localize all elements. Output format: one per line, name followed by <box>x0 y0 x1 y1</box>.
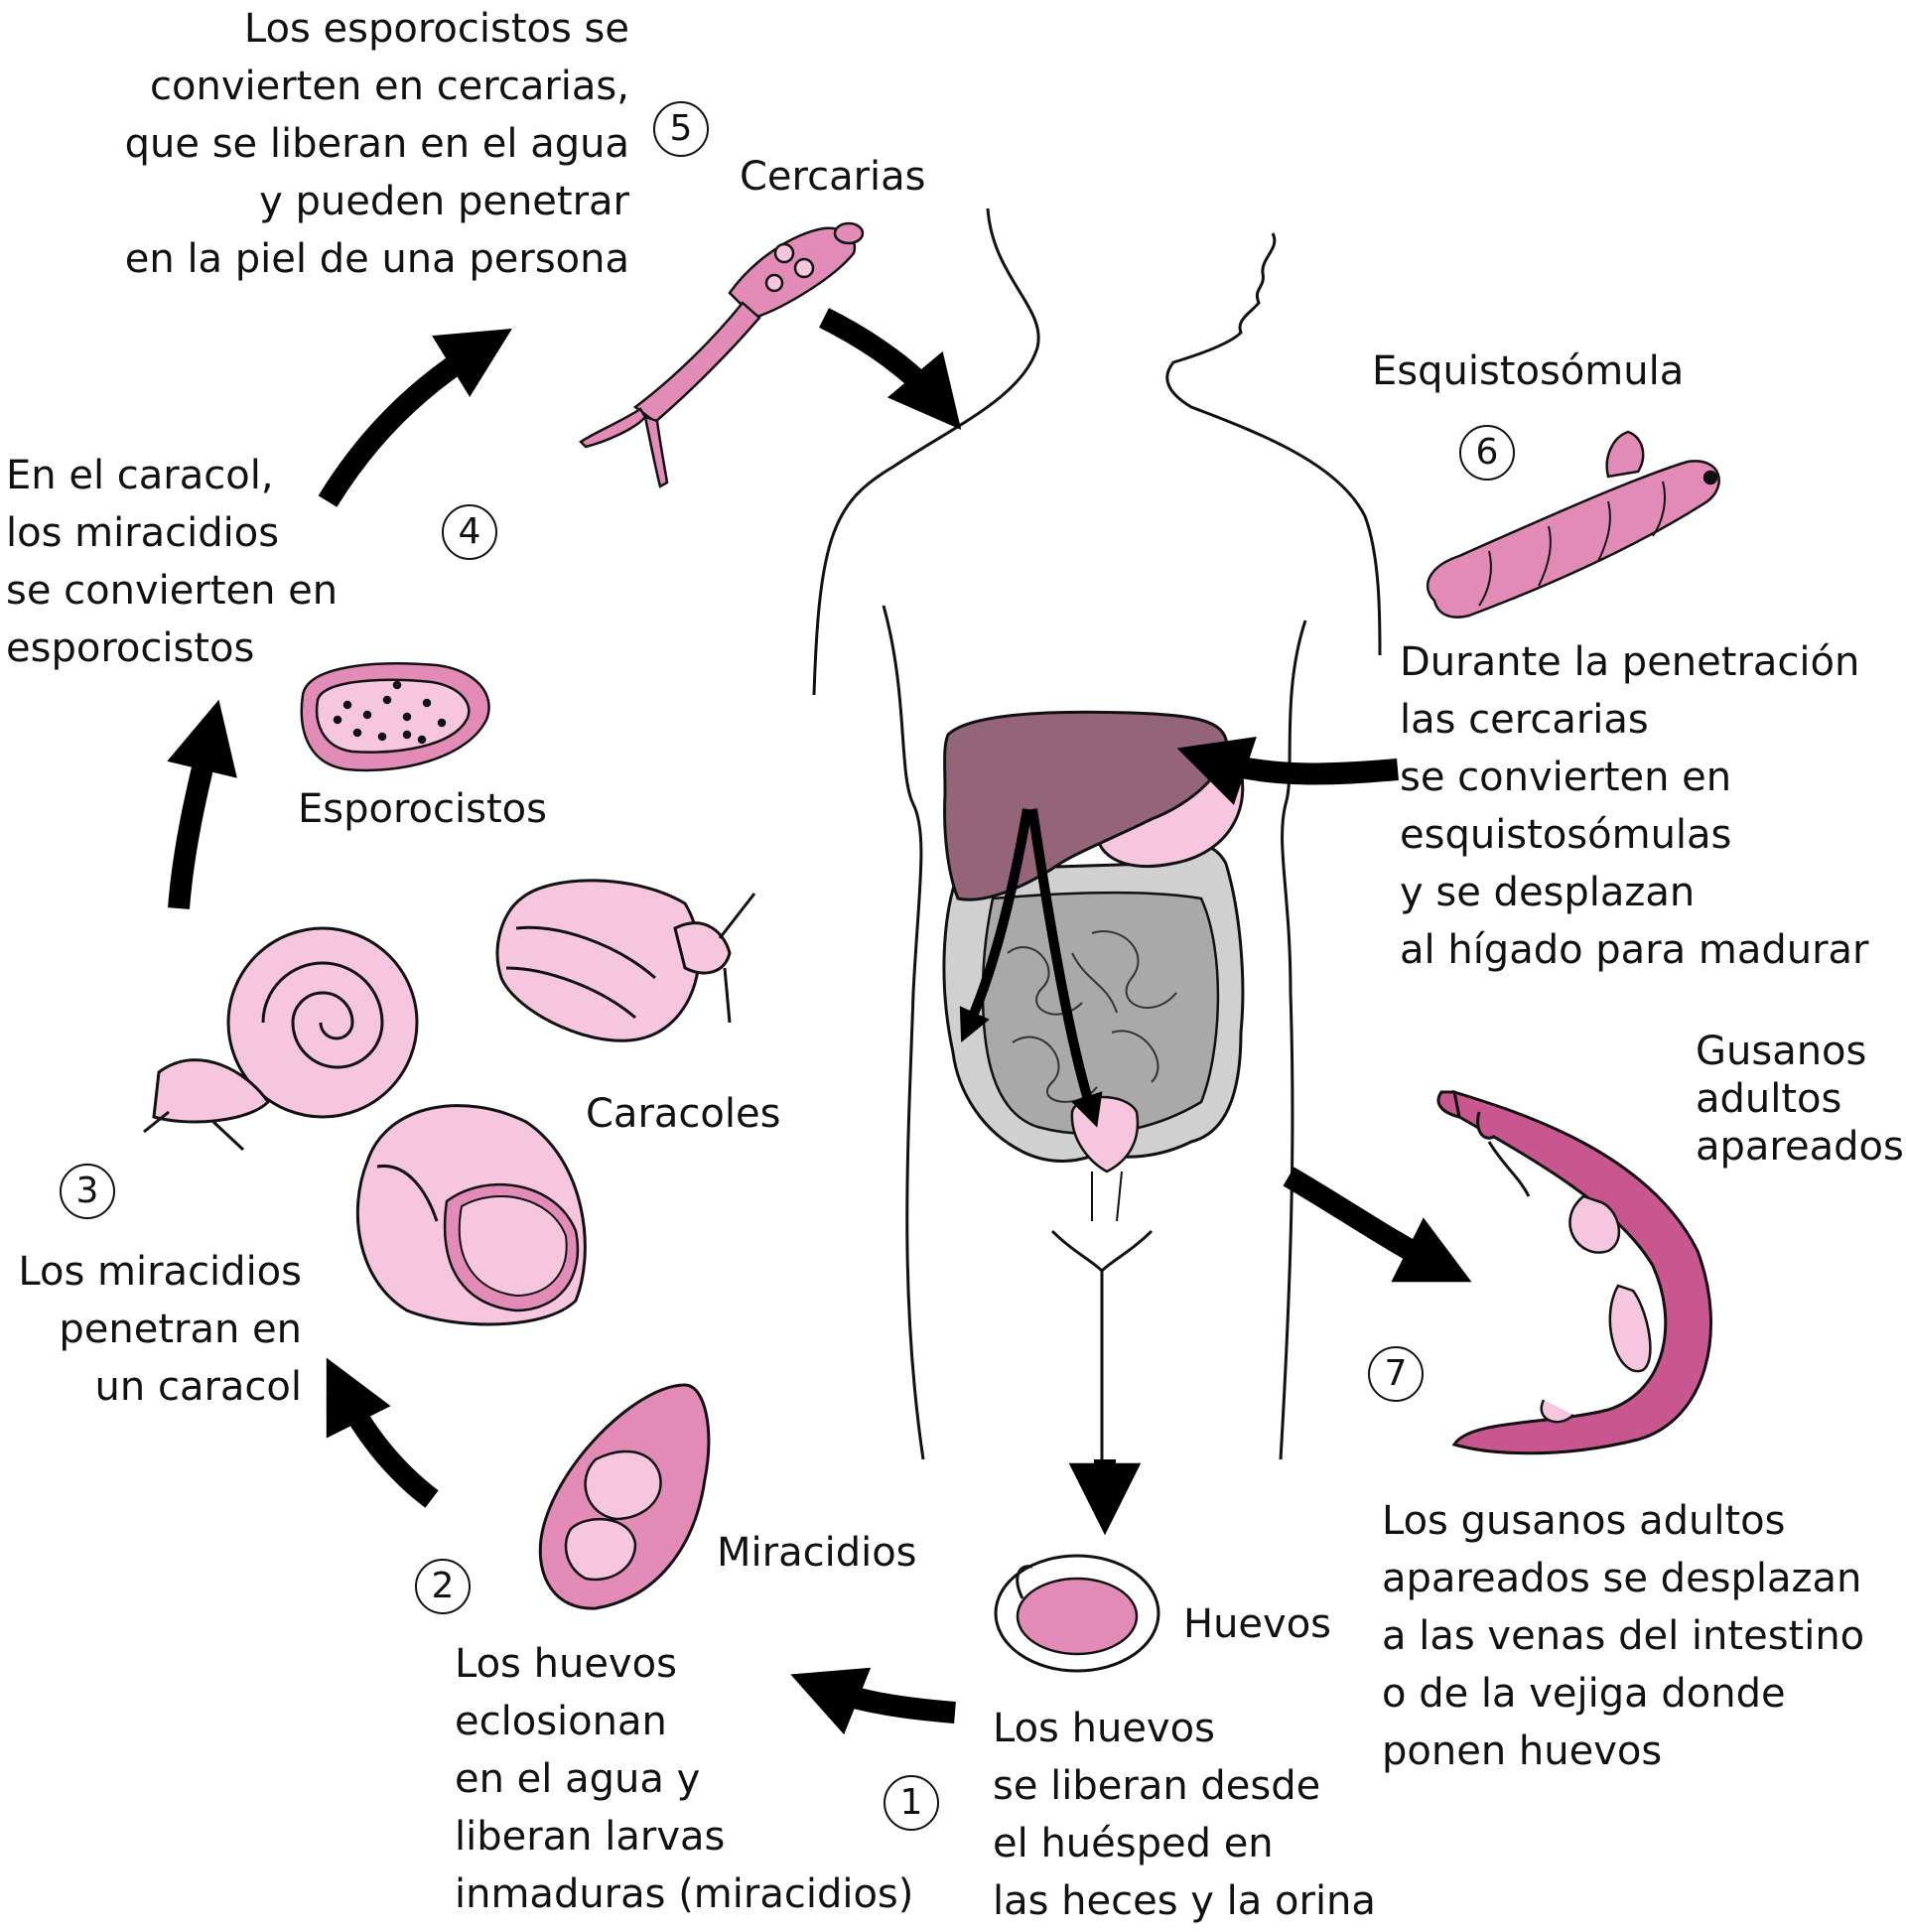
schistosomulum-icon <box>1426 430 1720 619</box>
label-esporocistos: Esporocistos <box>298 786 547 832</box>
step-number-2: 2 <box>415 1559 471 1614</box>
label-miracidios: Miracidios <box>717 1530 917 1576</box>
egg-icon <box>994 1554 1160 1673</box>
step-6-description: Durante la penetración las cercarias se … <box>1400 639 1869 973</box>
step-7-description: Los gusanos adultos apareados se desplaz… <box>1382 1498 1865 1774</box>
step-number-7: 7 <box>1368 1346 1424 1402</box>
step-number-6: 6 <box>1459 425 1515 481</box>
label-esquistosomula: Esquistosómula <box>1372 348 1685 394</box>
arrow-icon <box>167 308 1472 1735</box>
label-huevos: Huevos <box>1183 1601 1332 1647</box>
sporocyst-icon <box>300 662 490 772</box>
snail-icon <box>495 879 756 1042</box>
label-cercarias: Cercarias <box>740 154 926 200</box>
adult-worms-icon <box>1436 1089 1712 1455</box>
label-gusanos: Gusanos adultos apareados <box>1696 1029 1904 1170</box>
step-number-5: 5 <box>653 101 709 157</box>
step-5-description: Los esporocistos se convierten en cercar… <box>124 6 629 282</box>
miracidium-icon <box>538 1383 711 1610</box>
cercaria-icon <box>579 221 865 488</box>
step-2-description: Los huevos eclosionan en el agua y liber… <box>455 1641 914 1917</box>
step-number-1: 1 <box>884 1775 939 1831</box>
step-3-description: Los miracidios penetran en un caracol <box>18 1249 302 1410</box>
human-body-icon <box>812 207 1382 1460</box>
snail-icon <box>355 1104 587 1326</box>
label-caracoles: Caracoles <box>586 1091 781 1137</box>
step-1-description: Los huevos se liberan desde el huésped e… <box>993 1706 1376 1924</box>
step-number-3: 3 <box>60 1164 115 1219</box>
step-4-description: En el caracol, los miracidios se convier… <box>6 453 339 671</box>
step-number-4: 4 <box>442 504 497 560</box>
snail-icon <box>143 926 419 1152</box>
